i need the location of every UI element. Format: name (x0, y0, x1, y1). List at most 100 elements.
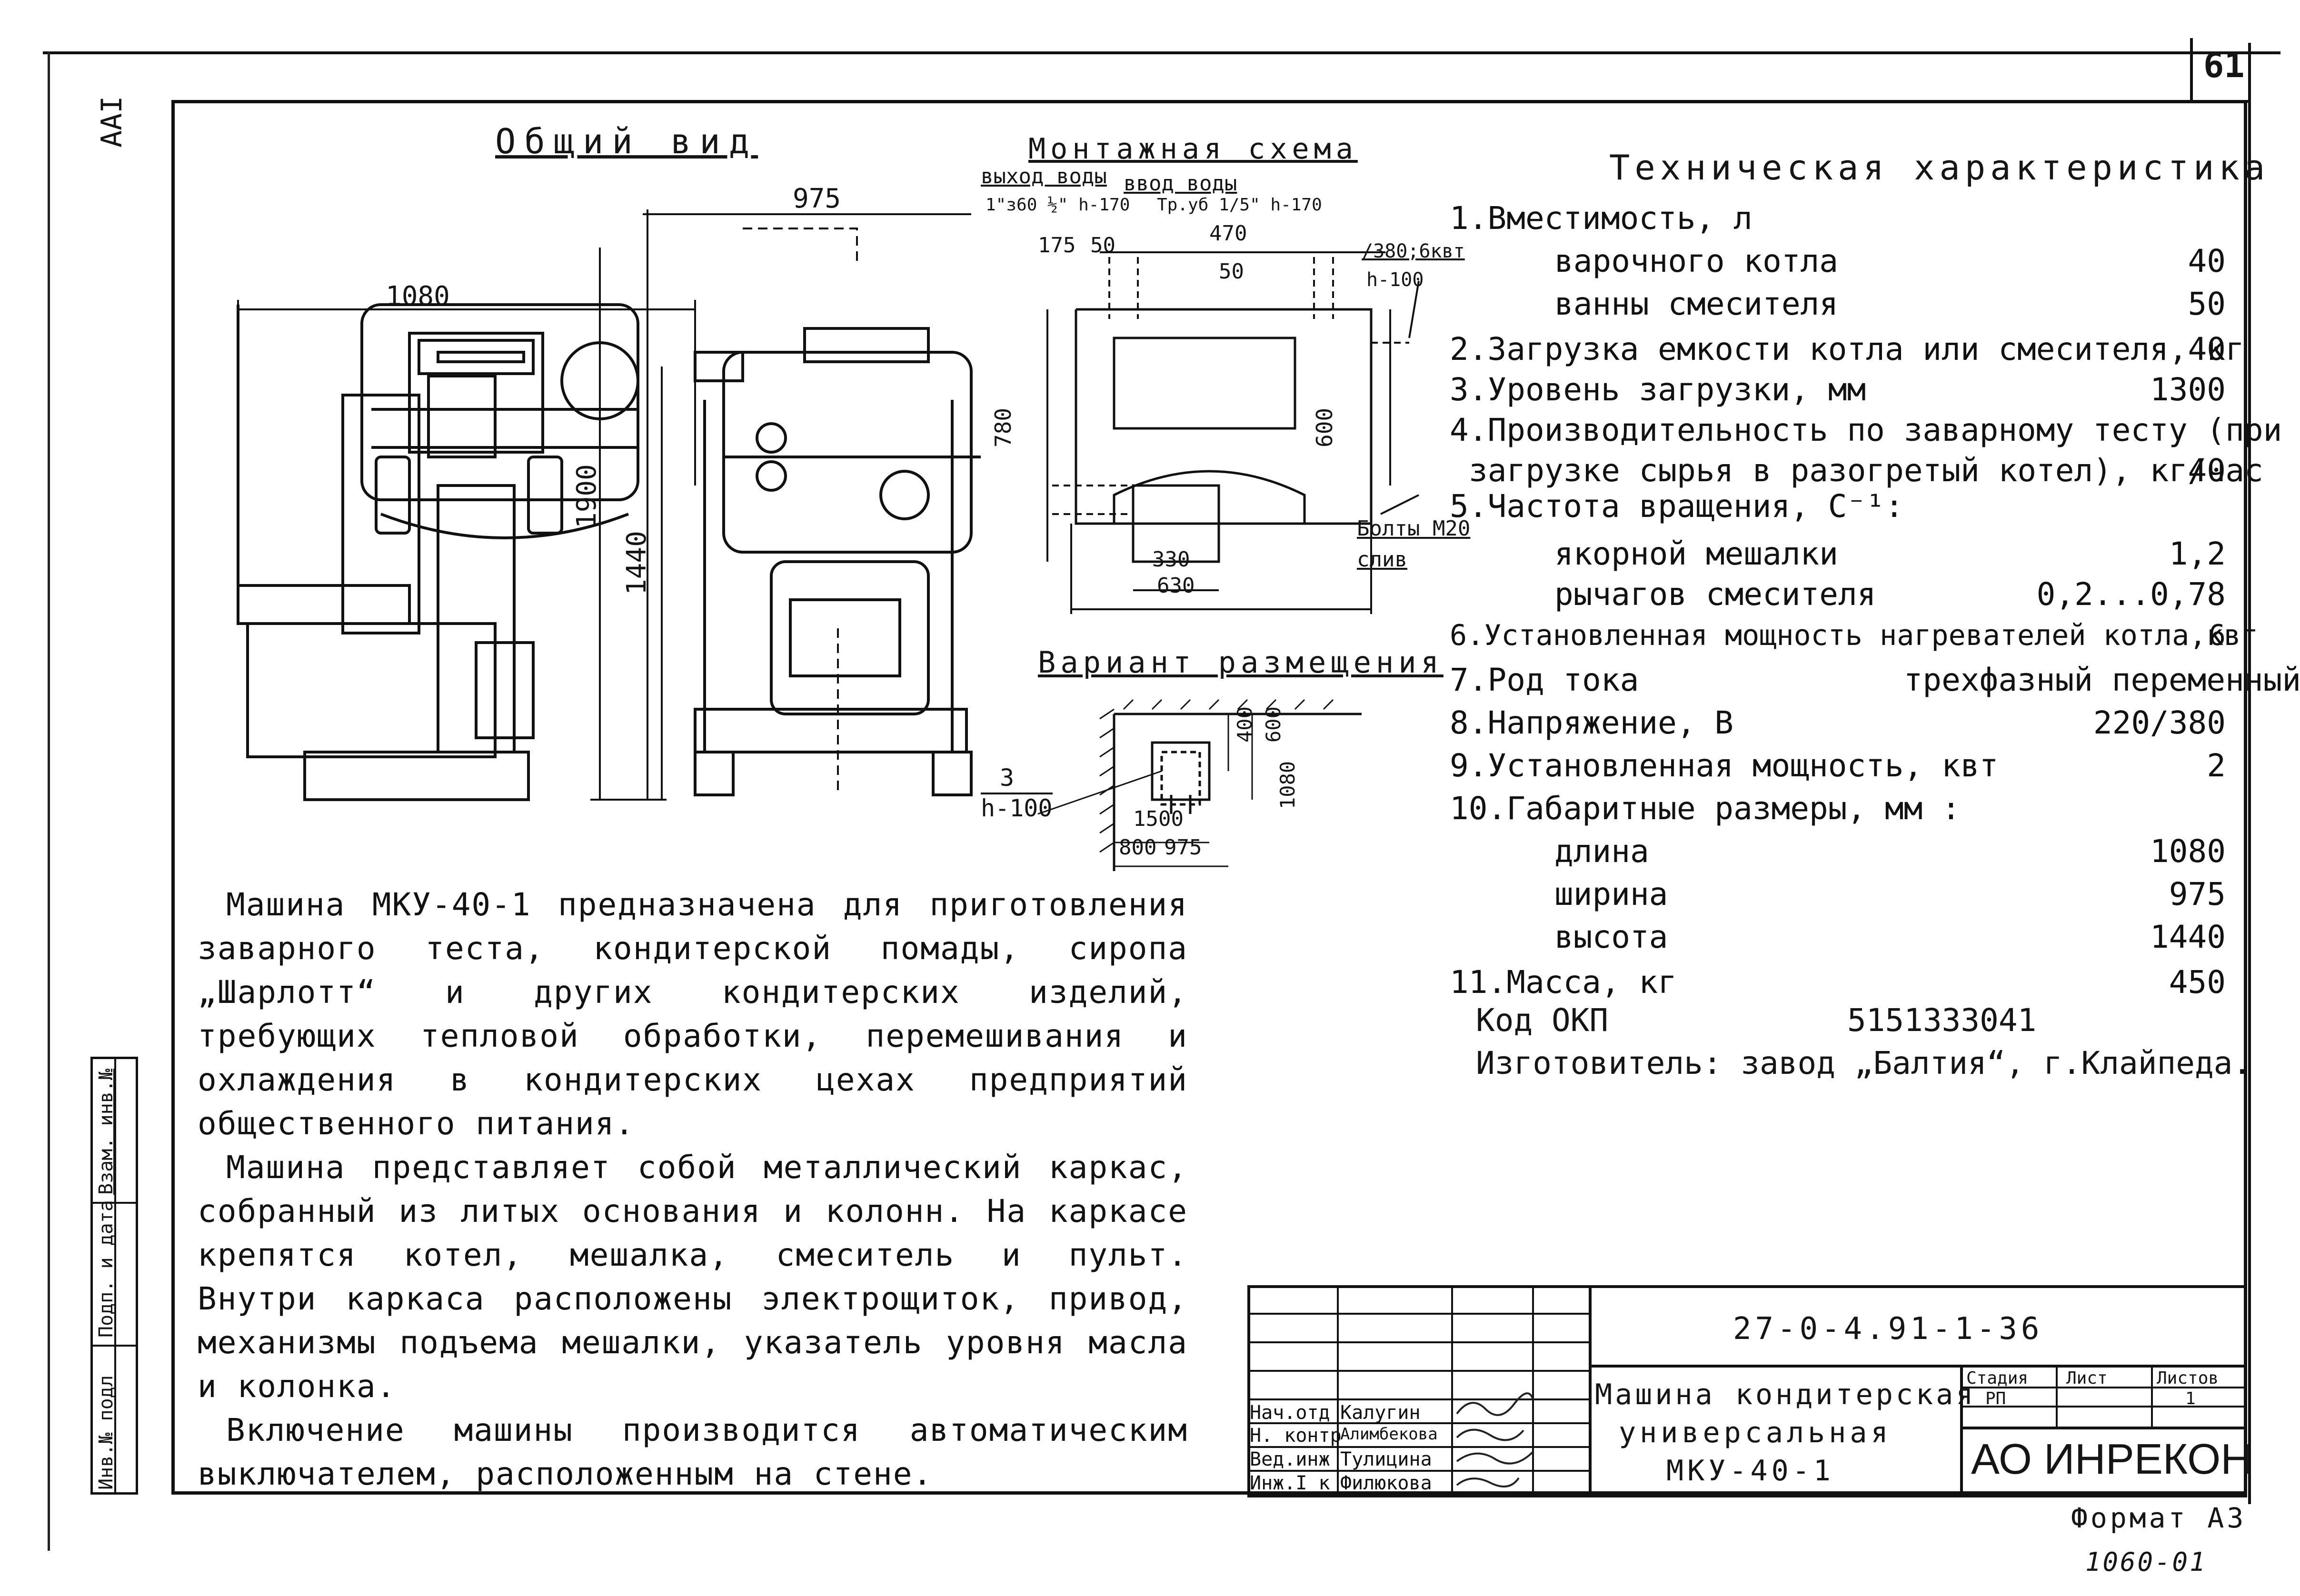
sheets-header: Листов (2157, 1368, 2219, 1388)
spec-label: 1.Вместимость, л (1450, 200, 1752, 237)
side-stamp (90, 1057, 138, 1495)
mark-3: 3 (1000, 764, 1015, 792)
dim-600-mounting: 600 (1312, 407, 1337, 447)
stamp-inv-no: Инв.№ подл (95, 1375, 117, 1490)
outer-border-left (48, 51, 50, 1551)
doc-code: 27-0-4.91-1-36 (1733, 1311, 2043, 1347)
spec-row: загрузке сырья в разогретый котел), кг/ч… (1450, 452, 2263, 495)
page-number-box (2190, 38, 2251, 103)
placement-title: Вариант размещения (1038, 645, 1444, 680)
spec-row: 11.Масса, кг 450 (1450, 964, 2226, 1007)
role-cell: Инж.I к (1250, 1472, 1330, 1494)
dim-630: 630 (1157, 574, 1195, 598)
name-cell: Тулицина (1340, 1448, 1432, 1470)
spec-label: 5.Частота вращения, С⁻¹: (1450, 488, 1904, 525)
spec-label: 8.Напряжение, В (1450, 704, 1734, 741)
doc-name-line3: МКУ-40-1 (1666, 1454, 1834, 1487)
water-in-label: ввод воды (1124, 171, 1237, 196)
general-view-title: Общий вид (495, 121, 758, 161)
water-in-size: Тр.уб 1/5" h-170 (1157, 195, 1322, 215)
footer-code: 1060-01 (2085, 1547, 2207, 1577)
spec-label: 11.Масса, кг (1450, 964, 1677, 1001)
spec-row: 7.Род тока трехфазный переменный (1450, 662, 2300, 704)
spec-label: 7.Род тока трехфазный переменный (1450, 662, 2300, 698)
sheets-value: 1 (2185, 1389, 2196, 1408)
title-block-grid (1247, 1285, 2247, 1497)
outer-border-top (43, 51, 2280, 54)
spec-value: 6 (2208, 619, 2226, 652)
spec-value: 40 (2188, 243, 2226, 279)
description-paragraph-2: Машина представляет собой металлический … (198, 1149, 1188, 1405)
role-cell: Вед.инж (1250, 1448, 1330, 1470)
spec-label: 3.Уровень загрузки, мм (1450, 371, 1866, 408)
spec-row: варочного котла 40 (1450, 243, 2226, 286)
spec-value: 1440 (2150, 919, 2226, 955)
format-label: Формат А3 (2071, 1502, 2247, 1534)
description-paragraph-3: Включение машины производится автоматиче… (198, 1412, 1188, 1492)
name-cell: Калугин (1340, 1402, 1421, 1424)
spec-label: высота (1554, 919, 1668, 955)
company-name: АО ИНРЕКОН (1971, 1436, 2252, 1483)
spec-label: 4.Производительность по заварному тесту … (1450, 412, 2282, 448)
spec-row: 3.Уровень загрузки, мм 1300 (1450, 371, 2226, 414)
spec-value: 1080 (2150, 833, 2226, 870)
maker-line: Изготовитель: завод „Балтия“, г.Клайпеда… (1476, 1045, 2252, 1081)
spec-label: 6.Установленная мощность нагревателей ко… (1450, 619, 2258, 652)
mounting-scheme-drawing (1046, 251, 1420, 614)
spec-label: загрузке сырья в разогретый котел), кг/ч… (1469, 452, 2263, 489)
spec-label: ширина (1554, 876, 1668, 912)
spec-row: длина 1080 (1450, 833, 2226, 876)
bolt-label: Болты М20 (1357, 516, 1471, 541)
spec-value: 40 (2188, 452, 2226, 489)
spec-label: рычагов смесителя (1554, 576, 1876, 613)
spec-value: 1300 (2150, 371, 2226, 408)
placement-drawing (1037, 699, 1362, 871)
dim-975-general: 975 (793, 183, 841, 214)
dim-50b: 50 (1219, 259, 1244, 284)
specs-title: Техническая характеристика (1609, 148, 2270, 188)
power-supply-label: /380;6квт (1362, 240, 1465, 262)
spec-value: 450 (2169, 964, 2226, 1001)
spec-value: 220/380 (2093, 704, 2226, 741)
doc-name-line2: универсальная (1619, 1416, 1892, 1449)
dim-470: 470 (1209, 221, 1247, 246)
stage-header: Стадия (1966, 1368, 2029, 1388)
water-out-size: 1"з60 ½" h-170 (986, 195, 1130, 215)
spec-label: 9.Установленная мощность, квт (1450, 747, 1999, 784)
dim-780: 780 (990, 407, 1016, 447)
name-cell: Алимбекова (1340, 1425, 1438, 1444)
dim-600-placement: 600 (1262, 706, 1285, 743)
spec-row: 9.Установленная мощность, квт 2 (1450, 747, 2226, 790)
general-view-drawing (237, 209, 981, 801)
spec-label: длина (1554, 833, 1649, 870)
spec-row: 2.Загрузка емкости котла или смесителя, … (1450, 331, 2244, 374)
drain-label: слив (1357, 547, 1407, 572)
spec-label: ванны смесителя (1554, 286, 1839, 322)
stamp-vzam: Взам. инв.№ (95, 1069, 117, 1195)
dim-1440-general: 1440 (621, 531, 652, 595)
dim-1500: 1500 (1133, 807, 1184, 831)
mark-h100: h-100 (981, 793, 1053, 822)
spec-value: 40 (2188, 331, 2226, 367)
signatures (1456, 1392, 1534, 1487)
role-cell: Н. контр (1250, 1425, 1342, 1447)
water-out-label: выход воды (981, 164, 1107, 188)
dim-50a: 50 (1090, 233, 1115, 258)
okp-value: 5151333041 (1847, 1002, 2037, 1039)
spec-value: 2 (2207, 747, 2226, 784)
spec-row: высота 1440 (1450, 919, 2226, 962)
name-cell: Филюкова (1340, 1472, 1432, 1494)
description-block: Машина МКУ-40-1 предназначена для пригот… (198, 883, 1188, 1496)
spec-row: 5.Частота вращения, С⁻¹: (1450, 488, 2226, 531)
dim-1080-general: 1080 (386, 281, 450, 312)
spec-label: якорной мешалки (1554, 535, 1839, 572)
spec-label: варочного котла (1554, 243, 1839, 279)
spec-row: 6.Установленная мощность нагревателей ко… (1450, 619, 2258, 662)
stamp-sign-date: Подп. и дата (95, 1200, 117, 1338)
dim-175: 175 (1038, 233, 1076, 258)
dim-1900-general: 1900 (571, 464, 602, 528)
